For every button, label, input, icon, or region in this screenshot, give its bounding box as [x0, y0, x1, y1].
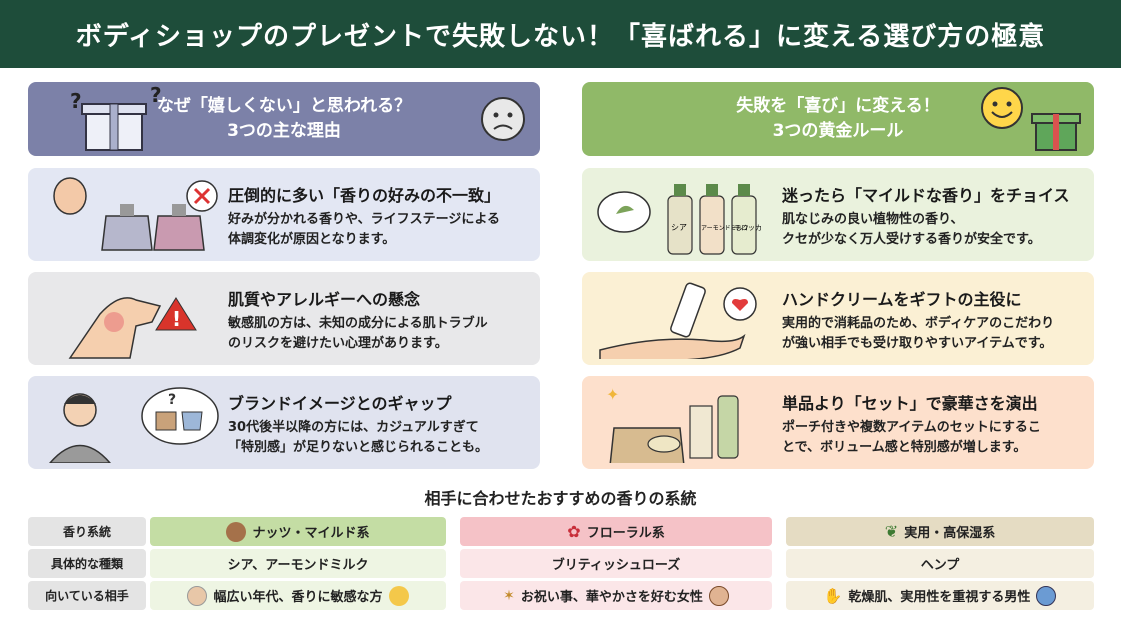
- rules-banner: 失敗を「喜び」に変える！ 3つの黄金ルール: [582, 82, 1094, 156]
- banner-line2: 3つの主な理由: [227, 121, 341, 141]
- card-title: 迷ったら「マイルドな香り」をチョイス: [782, 186, 1070, 205]
- table-cell-type: ヘンプ: [786, 549, 1094, 578]
- happy-gift-icon: [981, 87, 1081, 151]
- bottle-label: アーモンドミルク: [701, 225, 749, 232]
- couple-icon: [187, 585, 208, 606]
- rule-card-set: ✦ 単品より「セット」で豪華さを演出 ポーチ付きや複数アイテムのセットにすること…: [582, 376, 1094, 469]
- sad-face-icon: [388, 585, 409, 606]
- man-icon: [1036, 585, 1057, 606]
- table-cell-type: ブリティッシュローズ: [460, 549, 772, 578]
- woman-icon: [708, 585, 729, 606]
- mild-bottles-icon: シア アーモンドミルク モロッカ: [597, 184, 762, 255]
- hand-cream-icon: [599, 282, 757, 359]
- svg-text:✦: ✦: [606, 385, 619, 404]
- table-cell-type: シア、アーモンドミルク: [150, 549, 446, 578]
- hand-icon: ✋: [823, 586, 843, 605]
- svg-text:?: ?: [150, 86, 162, 107]
- gift-set-icon: ✦: [606, 385, 739, 463]
- card-title: 肌質やアレルギーへの懸念: [228, 290, 421, 309]
- banner-line2: 3つの黄金ルール: [772, 121, 904, 141]
- reason-card-image: ? ブランドイメージとのギャップ 30代後半以降の方には、カジュアルすぎて「特別…: [28, 376, 540, 469]
- gift-question-icon: ? ?: [70, 86, 162, 151]
- table-title: 相手に合わせたおすすめの香りの系統: [424, 489, 697, 508]
- reason-card-skin: ! 肌質やアレルギーへの懸念 敏感肌の方は、未知の成分による肌トラブルのリスクを…: [28, 272, 540, 365]
- table-cell-kind: ✿ フローラル系: [460, 517, 772, 546]
- card-title: 単品より「セット」で豪華さを演出: [782, 394, 1038, 413]
- table-cell-kind: ナッツ・マイルド系: [150, 517, 446, 546]
- reasons-banner: ? ? なぜ「嬉しくない」と思われる？ 3つの主な理由: [28, 82, 540, 156]
- card-title: ブランドイメージとのギャップ: [228, 394, 452, 413]
- card-desc: 肌なじみの良い植物性の香り、クセが少なく万人受けする香りが安全です。: [782, 212, 1041, 248]
- row-label: 具体的な種類: [28, 549, 146, 578]
- row-label: 香り系統: [28, 517, 146, 546]
- worried-face-icon: [481, 97, 525, 141]
- thinking-man-icon: ?: [49, 387, 219, 463]
- banner-line1: 失敗を「喜び」に変える！: [736, 96, 940, 117]
- table-cell-target: ✶ お祝い事、華やかさを好む女性: [460, 581, 772, 610]
- rose-icon: ✿: [567, 522, 581, 541]
- row-label: 向いている相手: [28, 581, 146, 610]
- card-title: ハンドクリームをギフトの主役に: [782, 290, 1022, 309]
- nut-icon: [226, 521, 247, 542]
- perfume-mismatch-icon: [53, 177, 218, 251]
- card-desc: 30代後半以降の方には、カジュアルすぎて「特別感」が足りないと感じられることも。: [228, 420, 489, 456]
- hemp-leaf-icon: ❦: [884, 522, 899, 541]
- bottle-label: シア: [671, 223, 687, 232]
- svg-text:?: ?: [70, 89, 82, 113]
- svg-text:?: ?: [168, 392, 176, 408]
- rule-card-handcream: ハンドクリームをギフトの主役に 実用的で消耗品のため、ボディケアのこだわりが強い…: [582, 272, 1094, 365]
- table-cell-target: ✋ 乾燥肌、実用性を重視する男性: [786, 581, 1094, 610]
- card-desc: 好みが分かれる香りや、ライフステージによる体調変化が原因となります。: [228, 212, 500, 248]
- card-desc: 実用的で消耗品のため、ボディケアのこだわりが強い相手でも受け取りやすいアイテムで…: [782, 316, 1055, 352]
- irritated-hand-icon: !: [68, 297, 197, 359]
- card-desc: ポーチ付きや複数アイテムのセットにすることで、ボリューム感と特別感が増します。: [782, 420, 1041, 456]
- card-desc: 敏感肌の方は、未知の成分による肌トラブルのリスクを避けたい心理があります。: [228, 316, 488, 352]
- party-popper-icon: ✶: [503, 587, 515, 604]
- table-cell-kind: ❦ 実用・高保湿系: [786, 517, 1094, 546]
- rule-card-mild: シア アーモンドミルク モロッカ 迷ったら「マイルドな香り」をチョイス 肌なじみ…: [582, 168, 1094, 261]
- banner-line1: なぜ「嬉しくない」と思われる？: [156, 96, 412, 117]
- svg-text:!: !: [172, 307, 181, 331]
- reason-card-scent: 圧倒的に多い「香りの好みの不一致」 好みが分かれる香りや、ライフステージによる体…: [28, 168, 540, 261]
- card-title: 圧倒的に多い「香りの好みの不一致」: [228, 186, 501, 205]
- page-title: ボディショップのプレゼントで失敗しない！「喜ばれる」に変える選び方の極意: [0, 0, 1121, 68]
- bottle-label: モロッカ: [734, 224, 762, 232]
- table-cell-target: 幅広い年代、香りに敏感な方: [150, 581, 446, 610]
